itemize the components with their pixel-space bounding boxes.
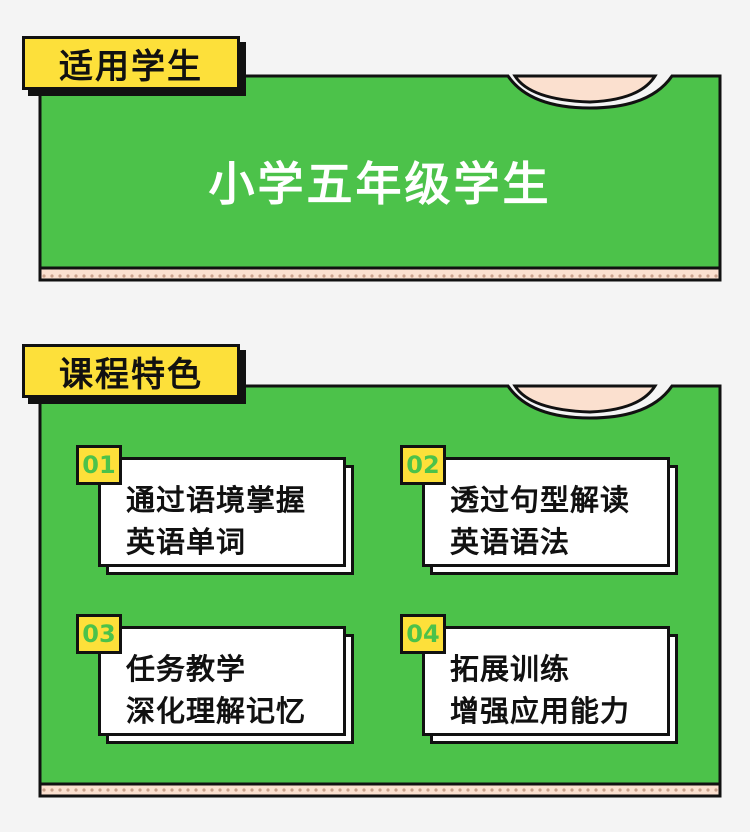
target-students-section: 适用学生 小学五年级学生 xyxy=(0,0,750,300)
card-line-2: 英语单词 xyxy=(126,525,247,559)
feature-card: 02 透过句型解读 英语语法 xyxy=(400,445,678,575)
card-line-2: 英语语法 xyxy=(450,525,571,559)
card-number-badge: 02 xyxy=(400,445,446,485)
card-line-1: 通过语境掌握 xyxy=(126,483,307,517)
green-panel xyxy=(38,74,722,282)
section-tag: 适用学生 xyxy=(22,36,240,90)
card-line-1: 任务教学 xyxy=(126,652,247,686)
card-line-1: 拓展训练 xyxy=(450,652,571,686)
feature-card: 03 任务教学 深化理解记忆 xyxy=(76,614,354,744)
headline: 小学五年级学生 xyxy=(208,157,552,211)
card-number-badge: 04 xyxy=(400,614,446,654)
card-number-badge: 03 xyxy=(76,614,122,654)
section-tag: 课程特色 xyxy=(22,344,240,398)
card-line-2: 深化理解记忆 xyxy=(126,694,307,728)
card-number-badge: 01 xyxy=(76,445,122,485)
feature-card: 04 拓展训练 增强应用能力 xyxy=(400,614,678,744)
feature-card: 01 通过语境掌握 英语单词 xyxy=(76,445,354,575)
card-line-1: 透过句型解读 xyxy=(450,483,631,517)
course-features-section: 课程特色 01 通过语境掌握 英语单词 02 透过句型解读 英语语法 03 任务… xyxy=(0,330,750,810)
card-line-2: 增强应用能力 xyxy=(450,694,631,728)
